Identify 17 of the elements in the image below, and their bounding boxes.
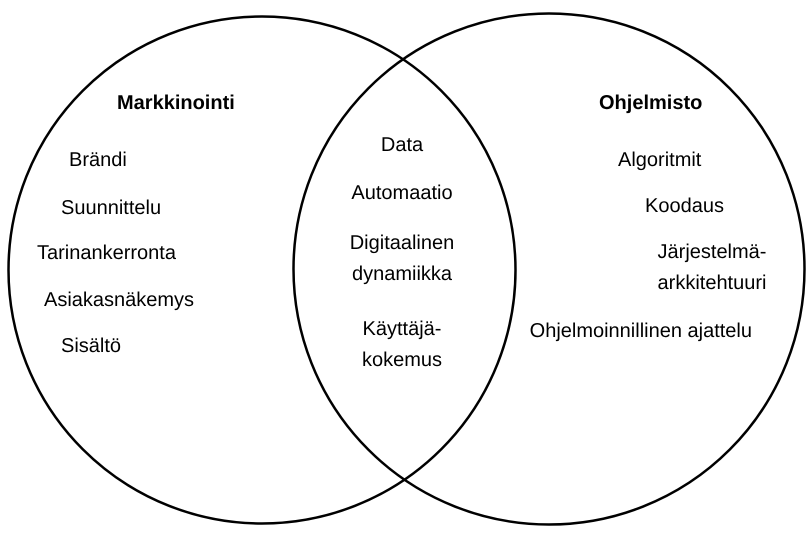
overlap-item: Digitaalinen dynamiikka <box>348 231 456 287</box>
list-item: Sisältö <box>61 334 122 359</box>
list-item: Järjestelmä- arkkitehtuuri <box>656 240 768 296</box>
list-item: Suunnittelu <box>61 196 162 221</box>
list-item: Algoritmit <box>618 148 702 173</box>
overlap-item: Käyttäjä- kokemus <box>360 317 444 373</box>
list-item: Tarinankerronta <box>37 241 177 266</box>
overlap-item: Data <box>380 133 424 158</box>
list-item: Asiakasnäkemys <box>44 288 196 313</box>
list-item: Ohjelmoinnillinen ajattelu <box>528 319 752 344</box>
list-item: Brändi <box>69 148 128 173</box>
list-item: Koodaus <box>645 194 725 219</box>
overlap-item: Automaatio <box>350 181 454 206</box>
category-heading: Markkinointi <box>117 91 236 116</box>
category-heading: Ohjelmisto <box>599 91 704 116</box>
venn-circle <box>7 15 517 525</box>
venn-circle <box>292 12 806 526</box>
